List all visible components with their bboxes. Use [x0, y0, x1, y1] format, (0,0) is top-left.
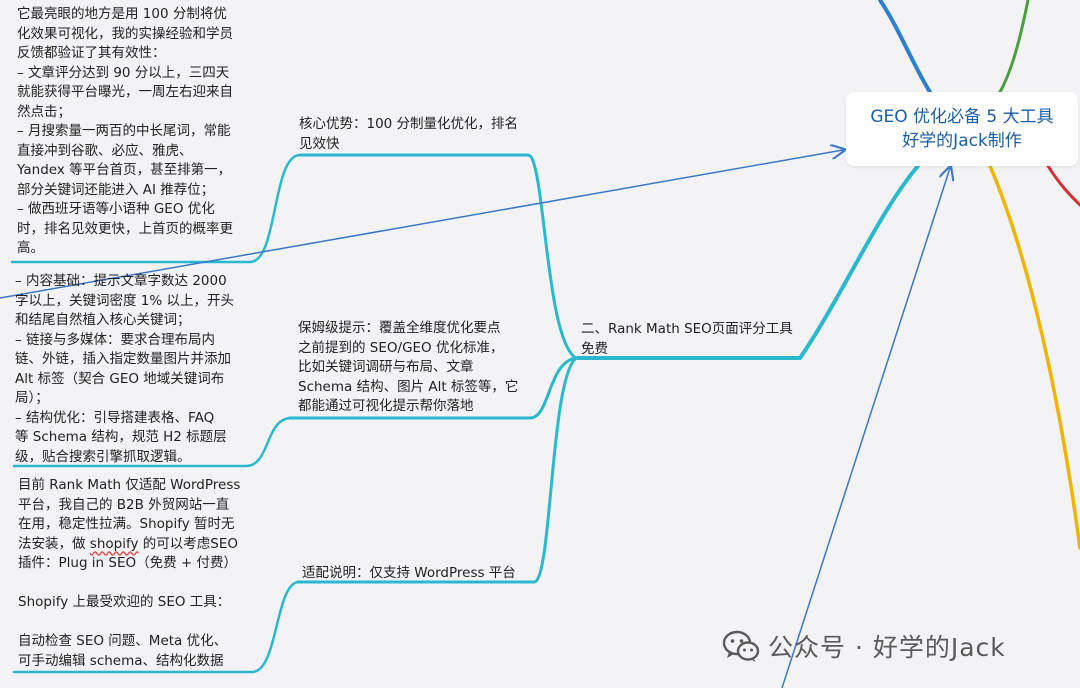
detail-platform[interactable]: 目前 Rank Math 仅适配 WordPress 平台，我自己的 B2B 外…	[18, 476, 258, 671]
leaf-connector-tips	[12, 416, 292, 468]
detail-platform-keyword: shopify	[89, 535, 139, 552]
relation-arrow-from-bottom	[781, 168, 950, 688]
watermark-text: 公众号 · 好学的Jack	[768, 633, 1006, 662]
leaf-connector-platform	[12, 580, 300, 674]
detail-advantage[interactable]: 它最亮眼的地方是用 100 分制将优 化效果可视化，我的实操经验和学员 反馈都验…	[17, 6, 233, 256]
sub-connector-tips	[288, 356, 578, 420]
detail-platform-part1: 目前 Rank Math 仅适配 WordPress 平台，我自己的 B2B 外…	[18, 477, 241, 552]
leaf-connector-advantage	[10, 153, 302, 264]
detail-platform-part2: 的可以考虑SEO 插件：Plug in SEO（免费 + 付费） Shopify…	[18, 535, 239, 669]
central-title-line2: 好学的Jack制作	[902, 131, 1022, 151]
sub-topic-platform[interactable]: 适配说明：仅支持 WordPress 平台	[302, 565, 516, 581]
central-topic[interactable]: GEO 优化必备 5 大工具 好学的Jack制作	[846, 92, 1078, 166]
sub-connector-platform	[296, 356, 578, 584]
detail-tips[interactable]: – 内容基础：提示文章字数达 2000 字以上，关键词密度 1% 以上，开头 和…	[15, 273, 234, 465]
branch-connector-red	[1046, 164, 1080, 207]
branch-connector-blue	[878, 0, 937, 102]
central-title-line1: GEO 优化必备 5 大工具	[870, 107, 1054, 127]
branch-rank-math[interactable]: 二、Rank Math SEO页面评分工具 免费	[581, 321, 793, 357]
sub-connector-advantage	[298, 153, 578, 360]
sub-topic-advantage[interactable]: 核心优势：100 分制量化优化，排名 见效快	[299, 116, 519, 152]
branch-connector-yellow	[988, 164, 1080, 550]
relation-arrow-to-central	[0, 150, 843, 299]
watermark: 公众号 · 好学的Jack	[722, 626, 1006, 666]
wechat-icon	[722, 630, 760, 662]
sub-topic-tips[interactable]: 保姆级提示：覆盖全维度优化要点 之前提到的 SEO/GEO 优化标准， 比如关键…	[298, 320, 519, 414]
branch-connector-teal	[576, 164, 920, 360]
branch-connector-green	[998, 0, 1030, 94]
